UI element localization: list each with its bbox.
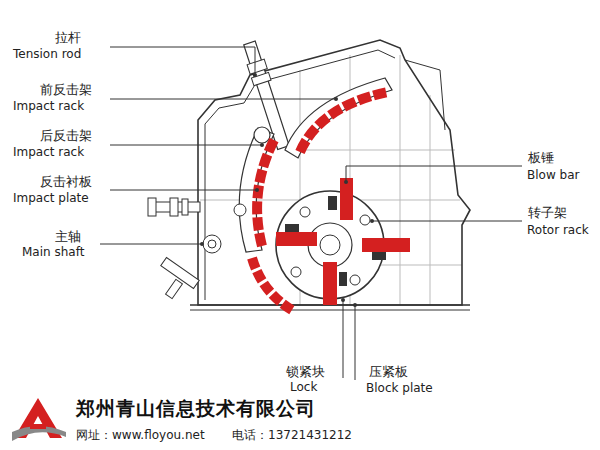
part-label: 前反击架 [40,82,92,98]
footer-text: 网址：www.floyou.net [76,428,205,442]
footer-text: 郑州青山信息技术有限公司 [76,397,316,420]
part-label: Main shaft [22,245,84,259]
part-label: Rotor rack [527,223,589,237]
part-label: 板锤 [528,150,554,166]
part-label: Impact rack [13,145,84,159]
part-label: Impact plate [13,191,89,205]
part-label: 拉杆 [55,30,81,46]
part-label: Impact rack [13,99,84,113]
part-label: Tension rod [13,47,81,61]
footer-text: 电话：13721431212 [232,428,352,442]
part-label: Blow bar [527,168,579,182]
part-label: 转子架 [528,205,567,221]
part-label: 锁紧块 [286,364,325,380]
part-label: 主轴 [55,229,81,245]
part-label: 反击衬板 [40,174,92,190]
part-label: 压紧板 [369,364,408,380]
part-label: Block plate [366,381,433,395]
part-label: 后反击架 [40,128,92,144]
part-label: Lock [290,380,317,394]
